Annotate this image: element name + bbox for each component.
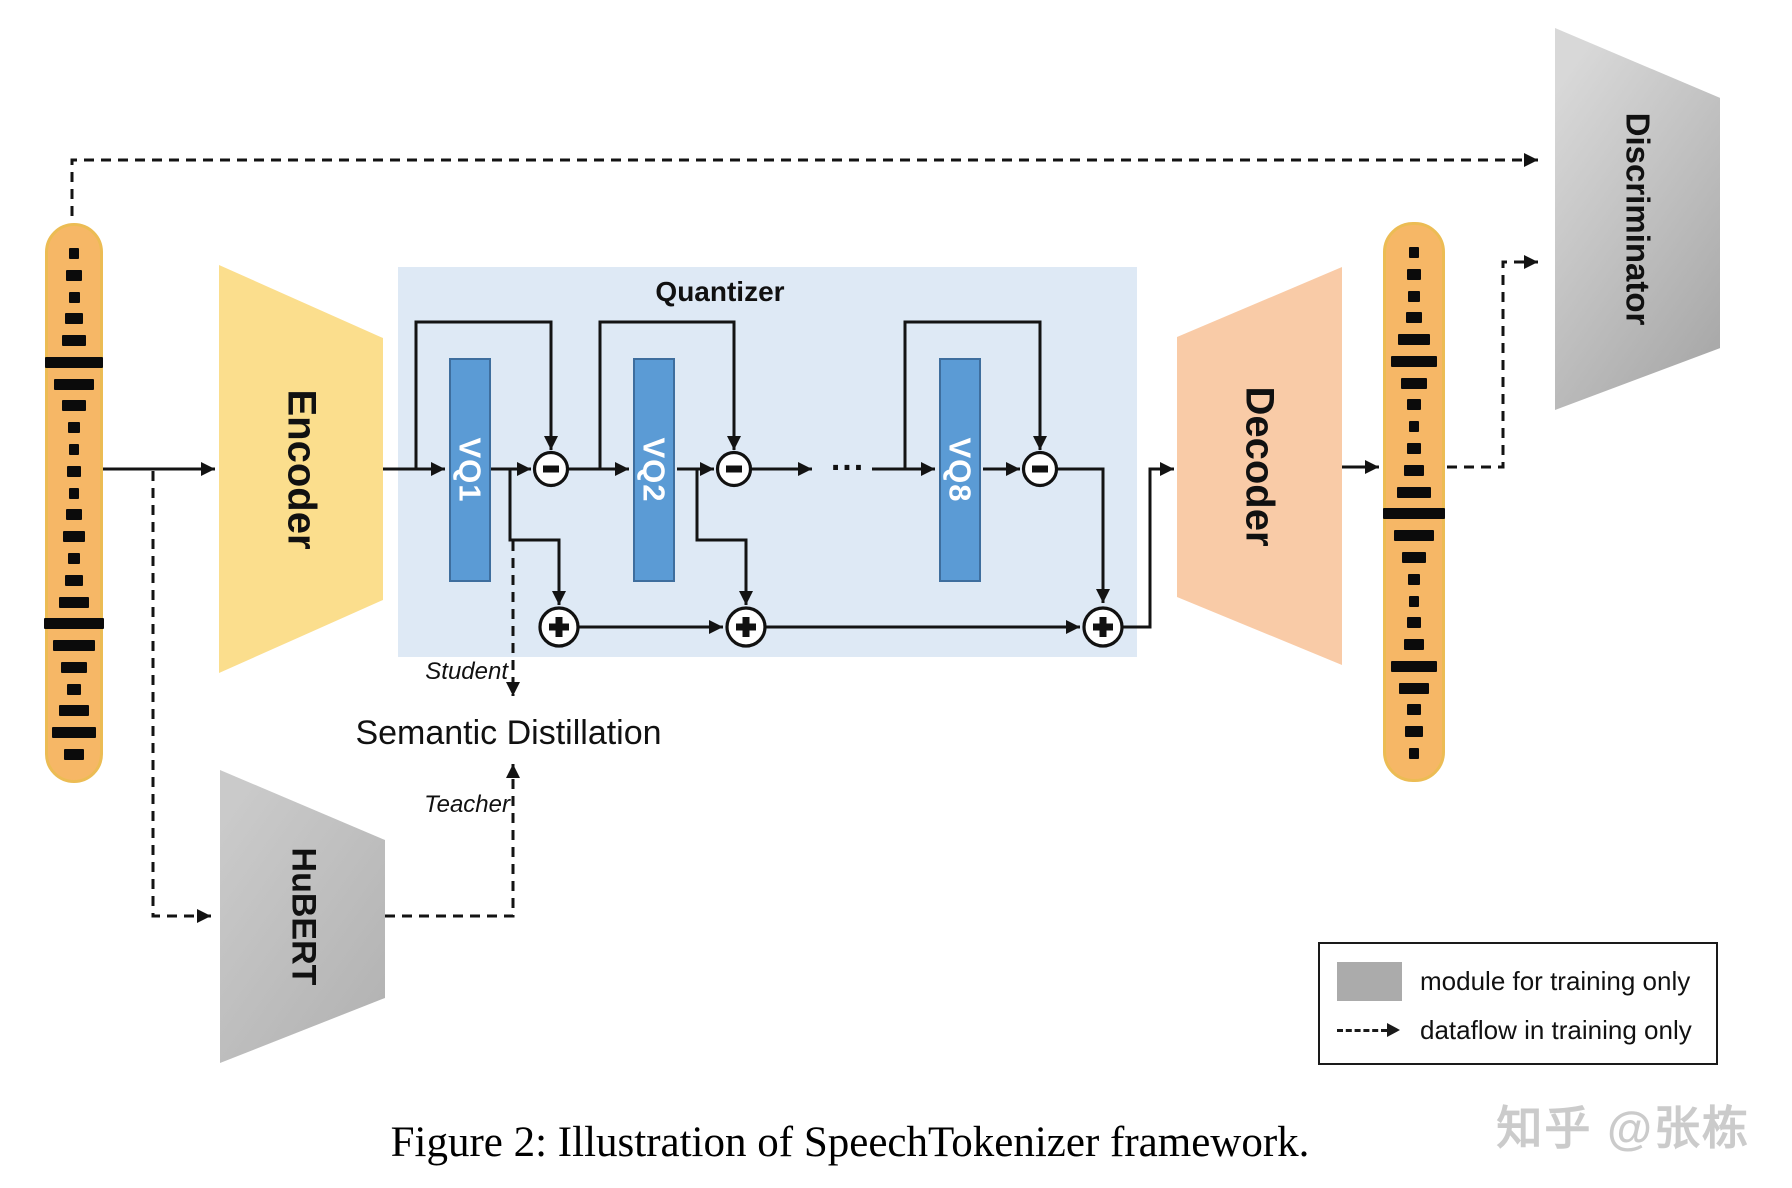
waveform-bar bbox=[1409, 595, 1419, 607]
waveform-bar bbox=[66, 269, 82, 281]
waveform-bar bbox=[1409, 247, 1419, 258]
legend-box: module for training only dataflow in tra… bbox=[1318, 942, 1718, 1065]
waveform-bar bbox=[62, 335, 86, 347]
legend-dashed-arrow-icon bbox=[1337, 1023, 1402, 1037]
waveform-bar bbox=[68, 291, 80, 303]
waveform-bar bbox=[1402, 551, 1426, 563]
waveform-bar bbox=[1407, 704, 1421, 716]
discriminator-block: Discriminator bbox=[1555, 28, 1720, 410]
bypass-vq8 bbox=[903, 320, 1047, 469]
vq1-label: VQ1 bbox=[453, 437, 488, 503]
add-node-2 bbox=[725, 606, 767, 648]
waveform-bar bbox=[44, 618, 104, 630]
add-node-1 bbox=[538, 606, 580, 648]
waveform-bar bbox=[1401, 377, 1427, 389]
legend-arrowhead-icon bbox=[1387, 1023, 1400, 1037]
quantizer-title: Quantizer bbox=[655, 276, 785, 307]
waveform-bar bbox=[54, 378, 94, 390]
waveform-bar bbox=[1394, 530, 1434, 542]
waveform-bar bbox=[1408, 290, 1420, 302]
teacher-label: Teacher bbox=[424, 791, 510, 818]
waveform-bar bbox=[66, 509, 82, 521]
dashed-input-to-hubert bbox=[151, 471, 211, 923]
vq8-label: VQ8 bbox=[943, 437, 978, 503]
waveform-bar bbox=[68, 422, 80, 434]
figure-caption: Figure 2: Illustration of SpeechTokenize… bbox=[390, 1119, 1310, 1166]
waveform-bar bbox=[53, 640, 95, 652]
waveform-bar bbox=[64, 748, 84, 760]
waveform-bar bbox=[69, 248, 79, 259]
waveform-bar bbox=[1407, 443, 1421, 455]
waveform-bar bbox=[65, 574, 83, 586]
dashed-hubert-to-distillation bbox=[385, 764, 520, 918]
legend-row-module: module for training only bbox=[1337, 961, 1702, 1001]
vq2-block: VQ2 bbox=[633, 358, 675, 582]
semantic-distillation-label: Semantic Distillation bbox=[355, 714, 662, 752]
bypass-vq1 bbox=[414, 320, 558, 469]
waveform-bar bbox=[61, 661, 87, 673]
vq1-block: VQ1 bbox=[449, 358, 491, 582]
waveform-bar bbox=[67, 683, 81, 695]
waveform-bar bbox=[1398, 334, 1430, 346]
subtract-node-1 bbox=[532, 450, 570, 488]
student-label: Student bbox=[425, 658, 508, 685]
input-waveform-icon bbox=[44, 223, 104, 783]
waveform-bar bbox=[1409, 747, 1419, 759]
waveform-bar bbox=[1406, 312, 1422, 324]
vq8-block: VQ8 bbox=[939, 358, 981, 582]
waveform-bar bbox=[1383, 508, 1445, 520]
ellipsis-label: ... bbox=[830, 440, 866, 478]
waveform-bar bbox=[62, 400, 86, 412]
waveform-bar bbox=[69, 487, 79, 499]
waveform-bar bbox=[59, 596, 89, 608]
waveform-bar bbox=[68, 552, 80, 564]
waveform-bar bbox=[67, 465, 81, 477]
waveform-bar bbox=[1391, 355, 1437, 367]
hubert-label: HuBERT bbox=[283, 847, 322, 986]
path-vq2-to-add2 bbox=[695, 469, 753, 605]
subtract-node-2 bbox=[715, 450, 753, 488]
dashed-input-to-discriminator bbox=[70, 153, 1538, 216]
waveform-bar bbox=[52, 727, 96, 739]
waveform-bar bbox=[1404, 464, 1424, 476]
waveform-bar bbox=[1407, 399, 1421, 411]
legend-module-swatch bbox=[1337, 961, 1402, 1001]
waveform-bar bbox=[1391, 660, 1437, 672]
waveform-bar bbox=[63, 531, 85, 543]
waveform-bar bbox=[69, 444, 79, 456]
path-subtract3-to-add3 bbox=[1057, 467, 1110, 603]
output-waveform-icon bbox=[1383, 222, 1445, 782]
legend-module-text: module for training only bbox=[1420, 965, 1691, 996]
encoder-label: Encoder bbox=[279, 388, 324, 550]
waveform-bar bbox=[1404, 639, 1424, 651]
waveform-bar bbox=[65, 313, 83, 325]
waveform-bar bbox=[1405, 726, 1423, 738]
legend-dash-line bbox=[1337, 1028, 1387, 1032]
waveform-bar bbox=[59, 705, 89, 717]
path-add3-to-decoder bbox=[1122, 462, 1174, 629]
encoder-block: Encoder bbox=[219, 265, 383, 673]
decoder-label: Decoder bbox=[1238, 385, 1282, 547]
legend-dataflow-text: dataflow in training only bbox=[1420, 1014, 1692, 1045]
waveform-bar bbox=[1407, 617, 1421, 629]
subtract-node-3 bbox=[1021, 450, 1059, 488]
vq2-label: VQ2 bbox=[637, 437, 672, 503]
waveform-bar bbox=[1397, 486, 1431, 498]
watermark-text: 知乎 @张栋 bbox=[1496, 1102, 1750, 1154]
waveform-bar bbox=[45, 356, 103, 368]
bypass-vq2 bbox=[598, 320, 741, 469]
path-vq1-to-add1 bbox=[508, 469, 566, 605]
waveform-bar bbox=[1407, 268, 1421, 280]
add-node-3 bbox=[1082, 606, 1124, 648]
dashed-output-to-discriminator bbox=[1447, 255, 1538, 469]
waveform-bar bbox=[1409, 421, 1419, 433]
gray-module-swatch-icon bbox=[1337, 961, 1402, 1001]
discriminator-label: Discriminator bbox=[1619, 112, 1657, 326]
waveform-bar bbox=[1399, 682, 1429, 694]
decoder-block: Decoder bbox=[1177, 267, 1342, 665]
legend-row-dataflow: dataflow in training only bbox=[1337, 1015, 1702, 1046]
waveform-bar bbox=[1408, 573, 1420, 585]
